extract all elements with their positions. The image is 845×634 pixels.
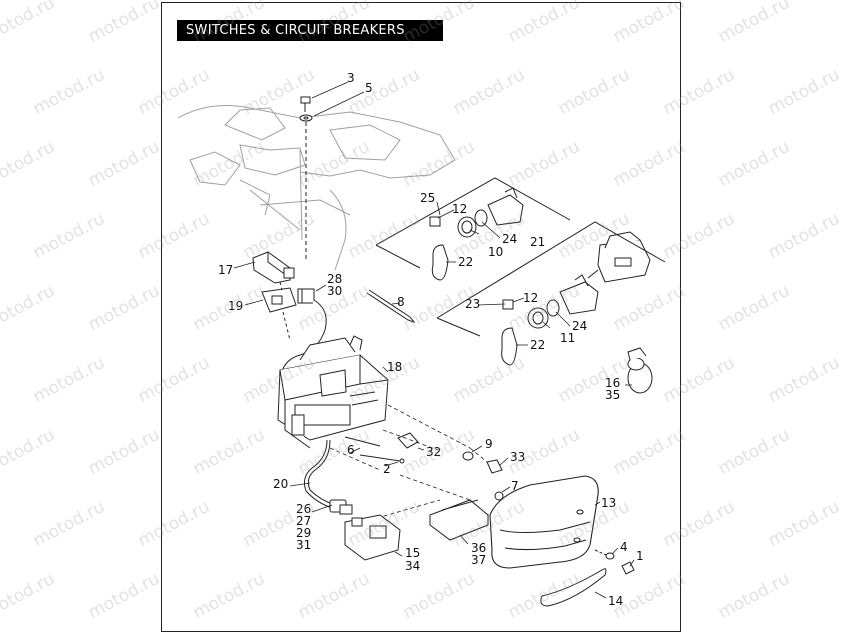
callout-7: 7	[511, 479, 519, 493]
callout-34: 34	[405, 559, 421, 573]
cap-16-35	[627, 347, 653, 394]
module-18	[277, 335, 389, 449]
switch-kit-23	[436, 221, 666, 366]
callout-26: 26	[296, 502, 312, 516]
switch-21	[587, 231, 651, 283]
callout-1: 1	[636, 549, 644, 563]
callout-12-upper: 12	[452, 202, 468, 216]
leader-lines	[233, 81, 635, 599]
callout-11: 11	[560, 331, 576, 345]
cover-36-37	[429, 499, 489, 541]
part-19-bracket	[261, 287, 297, 313]
cover-13	[489, 475, 599, 569]
diagram-frame	[161, 2, 681, 632]
callout-15: 15	[405, 546, 421, 560]
part-17-connector	[252, 251, 295, 284]
callout-36: 36	[471, 541, 487, 555]
callout-12-lower: 12	[523, 291, 539, 305]
callout-18: 18	[387, 360, 403, 374]
callout-4: 4	[620, 540, 628, 554]
callout-32: 32	[426, 445, 442, 459]
callout-27: 27	[296, 514, 312, 528]
switch-kit-25	[375, 177, 571, 281]
callout-9: 9	[485, 437, 493, 451]
callout-22-upper: 22	[458, 255, 474, 269]
grommets-9-33-7	[462, 451, 504, 501]
callout-33: 33	[510, 450, 526, 464]
callout-30: 30	[327, 284, 343, 298]
callout-17: 17	[218, 263, 234, 277]
callout-3: 3	[347, 71, 355, 85]
callout-16: 16	[605, 376, 621, 390]
callout-8: 8	[397, 295, 405, 309]
ghost-frame-outline	[177, 105, 456, 271]
callout-6: 6	[347, 443, 355, 457]
trim-strip-14	[540, 568, 607, 607]
callout-10: 10	[488, 245, 504, 259]
callout-25: 25	[420, 191, 436, 205]
callout-23: 23	[465, 297, 481, 311]
callout-29: 29	[296, 526, 312, 540]
screw-3	[299, 96, 313, 260]
callout-22-lower: 22	[530, 338, 546, 352]
callout-24-lower: 24	[572, 319, 588, 333]
harness-20	[304, 439, 336, 509]
callout-5: 5	[365, 81, 373, 95]
callout-21: 21	[530, 235, 546, 249]
part-8-rod	[366, 289, 416, 324]
callout-20: 20	[273, 477, 289, 491]
socket-15-34	[344, 514, 401, 561]
callout-14: 14	[608, 594, 624, 608]
callout-13: 13	[601, 496, 617, 510]
diagram-title: SWITCHES & CIRCUIT BREAKERS	[177, 20, 443, 41]
callout-37: 37	[471, 553, 487, 567]
callout-19: 19	[228, 299, 244, 313]
callout-35: 35	[605, 388, 621, 402]
callout-28: 28	[327, 272, 343, 286]
callout-24-upper: 24	[502, 232, 518, 246]
callout-31: 31	[296, 538, 312, 552]
part-32-breaker	[397, 432, 419, 449]
callout-2: 2	[383, 462, 391, 476]
parts-6-2-pins	[344, 436, 405, 464]
fuse-holder-26	[329, 499, 353, 515]
